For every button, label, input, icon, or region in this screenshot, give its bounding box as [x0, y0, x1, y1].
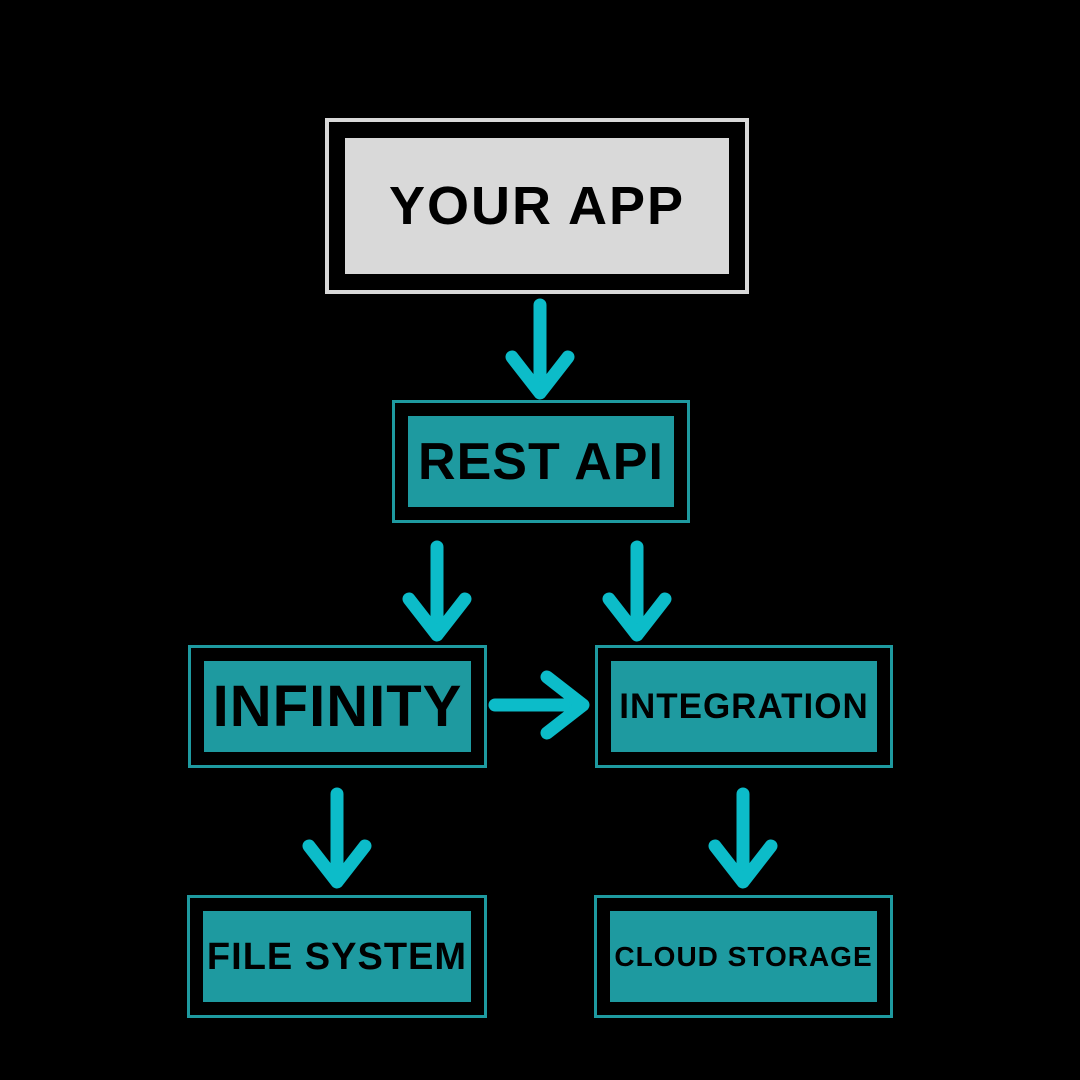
arrow-right-infinity-to-integration: [488, 670, 590, 740]
node-file-system-label: FILE SYSTEM: [206, 935, 468, 978]
node-rest-api-fill: REST API: [408, 416, 674, 507]
arrow-down-rest-api-to-infinity: [402, 540, 472, 642]
node-cloud-storage-fill: CLOUD STORAGE: [610, 911, 877, 1002]
arrow-head: [540, 670, 590, 740]
arrow-right-icon: [488, 670, 590, 740]
node-file-system-fill: FILE SYSTEM: [203, 911, 471, 1002]
arrow-down-integration-to-cloud-storage: [708, 787, 778, 889]
node-rest-api-label: REST API: [418, 432, 664, 491]
node-infinity-fill: INFINITY: [204, 661, 471, 752]
node-infinity: INFINITY: [188, 645, 487, 768]
node-your-app: YOUR APP: [325, 118, 749, 294]
node-your-app-fill: YOUR APP: [345, 138, 729, 274]
arrow-down-icon: [708, 787, 778, 889]
arrow-down-rest-api-to-integration: [602, 540, 672, 642]
arrow-head: [302, 839, 372, 889]
node-cloud-storage-label: CLOUD STORAGE: [614, 940, 873, 972]
arrow-down-infinity-to-file-system: [302, 787, 372, 889]
arrow-head: [402, 592, 472, 642]
node-rest-api: REST API: [392, 400, 690, 523]
arrow-head: [602, 592, 672, 642]
arrow-down-icon: [302, 787, 372, 889]
arrow-down-your-app-to-rest-api: [505, 298, 575, 400]
node-cloud-storage: CLOUD STORAGE: [594, 895, 893, 1018]
node-integration-fill: INTEGRATION: [611, 661, 877, 752]
node-integration: INTEGRATION: [595, 645, 893, 768]
arrow-down-icon: [402, 540, 472, 642]
node-infinity-label: INFINITY: [212, 673, 463, 739]
node-file-system: FILE SYSTEM: [187, 895, 487, 1018]
node-your-app-label: YOUR APP: [388, 176, 686, 236]
node-integration-label: INTEGRATION: [619, 687, 869, 726]
arrow-down-icon: [602, 540, 672, 642]
arrow-head: [505, 350, 575, 400]
arrow-down-icon: [505, 298, 575, 400]
arrow-head: [708, 839, 778, 889]
